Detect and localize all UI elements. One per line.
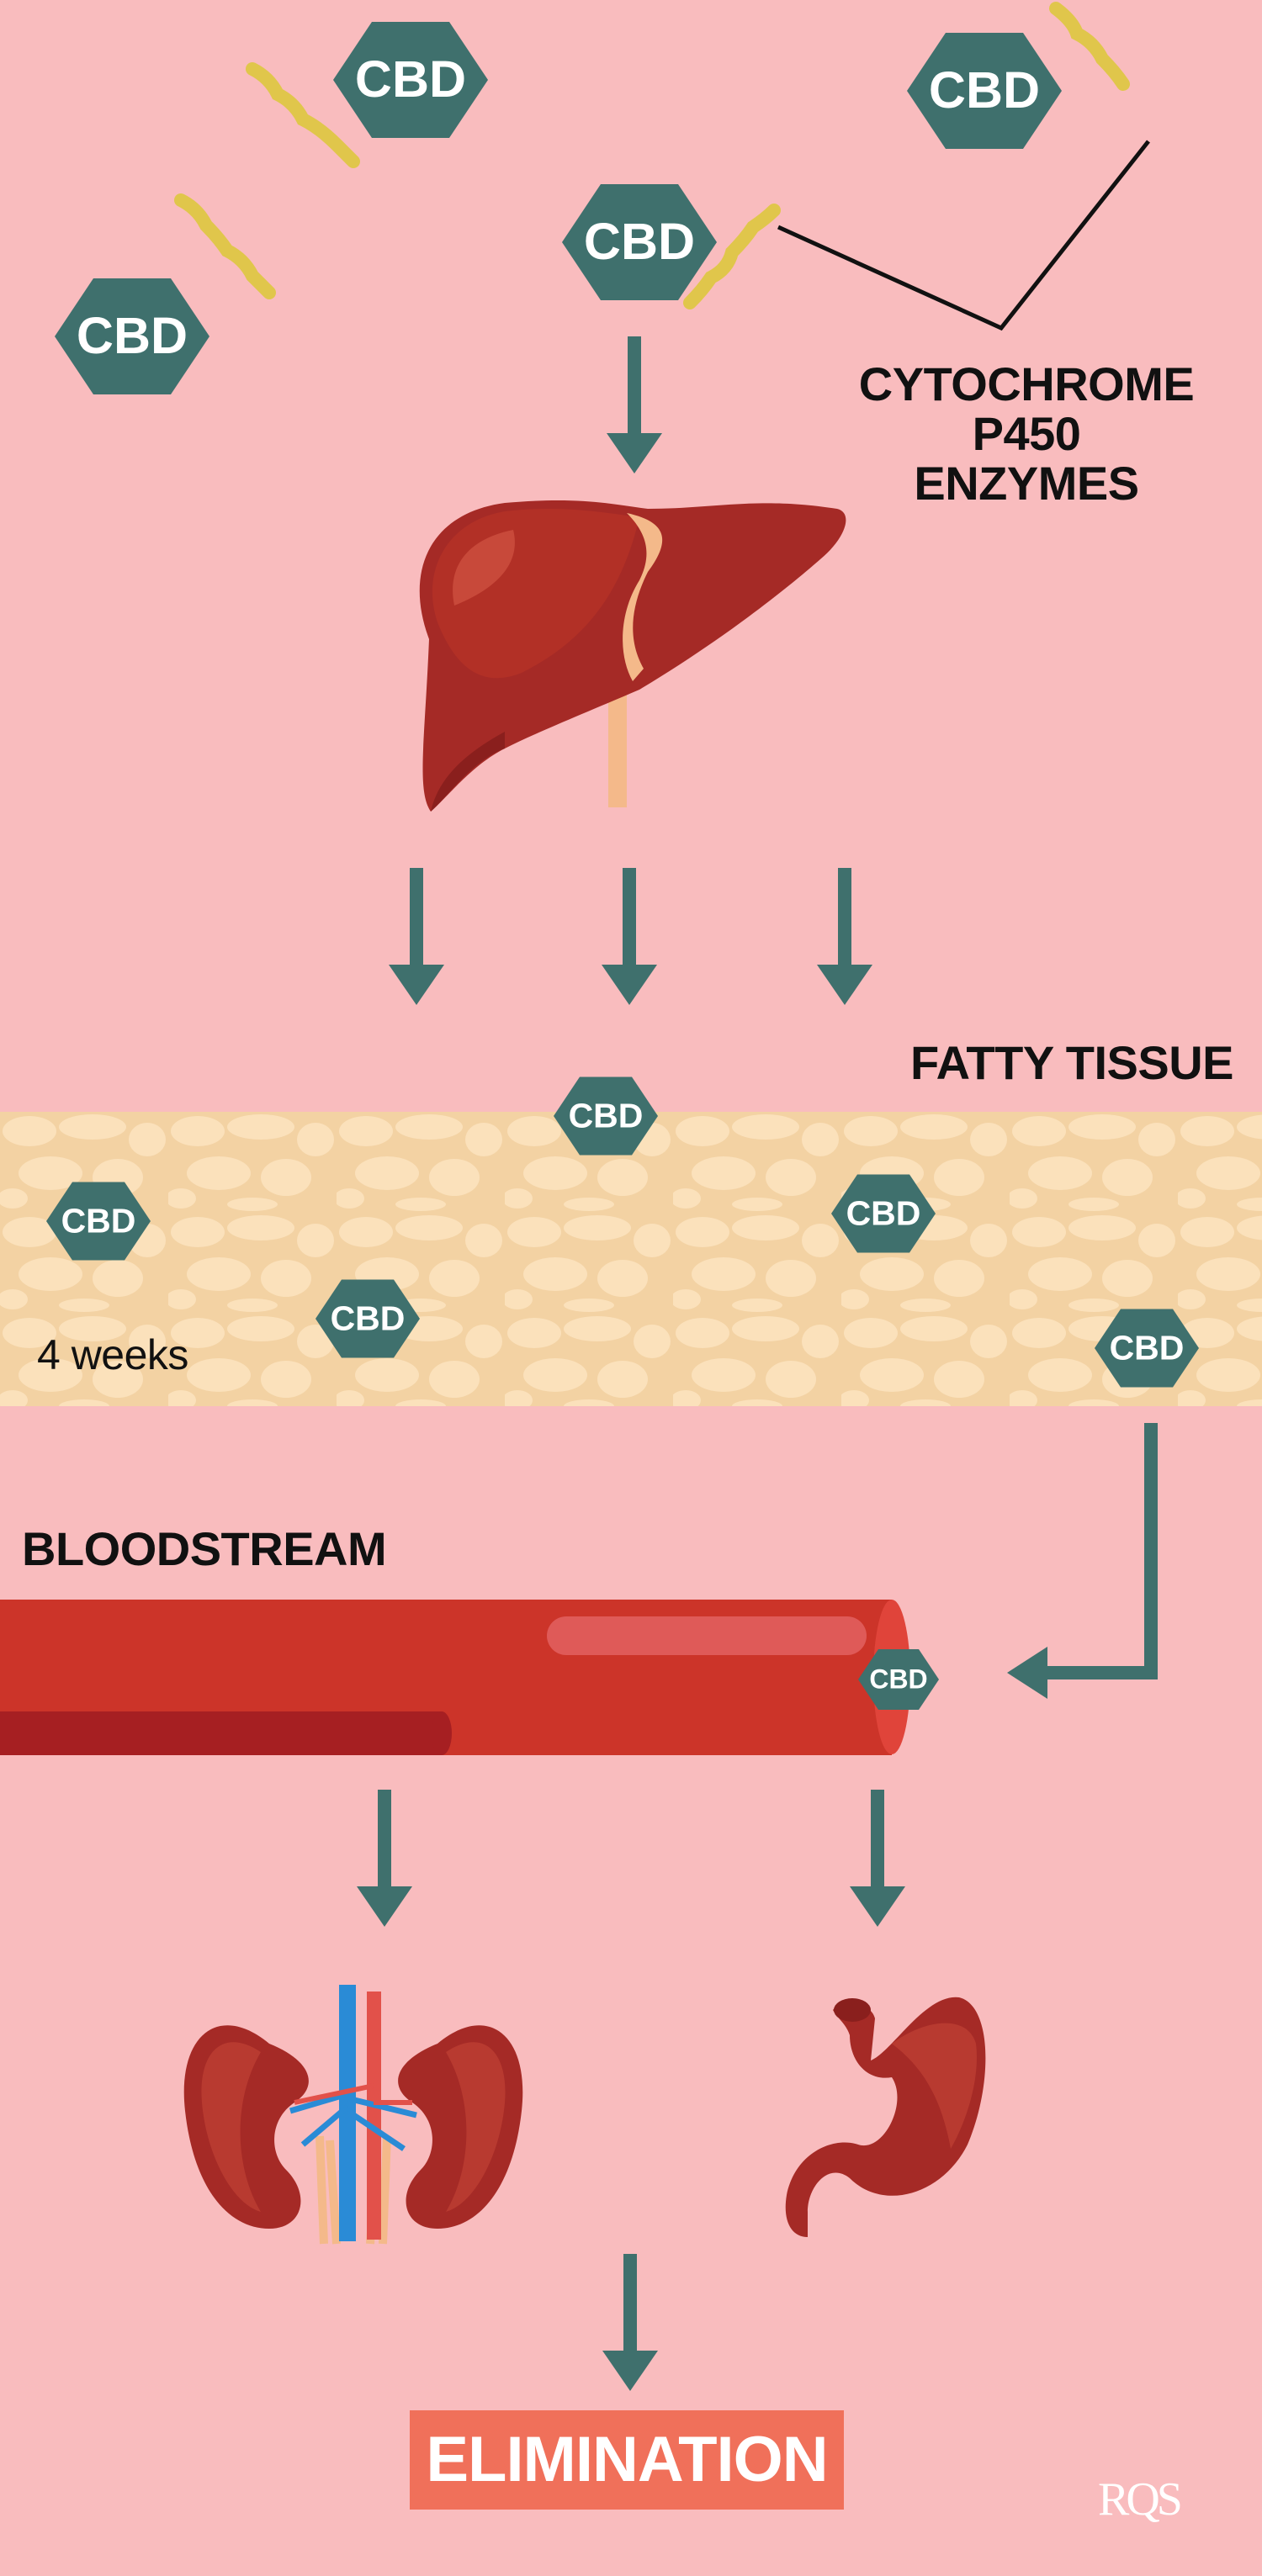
cbd-label: CBD	[61, 1202, 136, 1240]
bloodstream-label: BLOODSTREAM	[22, 1522, 387, 1575]
duration-label: 4 weeks	[37, 1331, 188, 1378]
cbd-hexagon: CBD	[1095, 1309, 1199, 1388]
kidneys-icon	[183, 1985, 523, 2245]
rqs-logo: RQS	[1098, 2473, 1183, 2526]
cbd-hexagon: CBD	[562, 184, 717, 300]
cbd-molecules: CBD CBD CBD CBD CBD CBD CBD CBD CBD CBD	[46, 22, 1199, 1710]
cbd-hexagon: CBD	[554, 1076, 658, 1156]
arrow-down-icon	[389, 868, 444, 1005]
arrow-down-icon	[850, 1790, 905, 1927]
cbd-label: CBD	[869, 1664, 927, 1695]
fatty-tissue-band	[0, 1112, 1262, 1406]
liver-icon	[419, 500, 846, 812]
cbd-label: CBD	[929, 61, 1040, 119]
elimination-box: ELIMINATION	[410, 2410, 844, 2510]
fatty-tissue-label: FATTY TISSUE	[910, 1036, 1233, 1089]
cbd-hexagon: CBD	[907, 33, 1062, 149]
arrow-corner-icon	[1007, 1423, 1158, 1699]
cbd-hexagon: CBD	[858, 1649, 939, 1710]
cbd-hexagon: CBD	[831, 1174, 936, 1253]
cbd-hexagon: CBD	[316, 1279, 420, 1358]
arrow-down-icon	[817, 868, 872, 1005]
arrow-down-icon	[602, 868, 657, 1005]
arrow-down-icon	[357, 1790, 412, 1927]
cbd-label: CBD	[355, 50, 466, 108]
cbd-label: CBD	[331, 1299, 406, 1338]
cbd-hexagon: CBD	[333, 22, 488, 138]
cbd-label: CBD	[846, 1194, 921, 1233]
cbd-label: CBD	[569, 1097, 644, 1135]
flow-arrows	[357, 336, 1158, 2391]
cbd-hexagon: CBD	[46, 1182, 151, 1261]
blood-vessel-icon	[0, 1600, 910, 1755]
cbd-label: CBD	[584, 213, 695, 270]
enzyme-connector-line	[777, 140, 1150, 331]
cbd-hexagon: CBD	[55, 278, 209, 394]
stomach-icon	[785, 1997, 986, 2237]
enzyme-coil-icon	[174, 2, 1130, 309]
cbd-label: CBD	[1110, 1329, 1185, 1367]
arrow-down-icon	[607, 336, 662, 473]
elimination-label: ELIMINATION	[426, 2424, 828, 2495]
cbd-label: CBD	[77, 307, 188, 364]
arrow-down-icon	[602, 2254, 658, 2391]
enzymes-label: CYTOCHROME P450 ENZYMES	[858, 357, 1195, 510]
